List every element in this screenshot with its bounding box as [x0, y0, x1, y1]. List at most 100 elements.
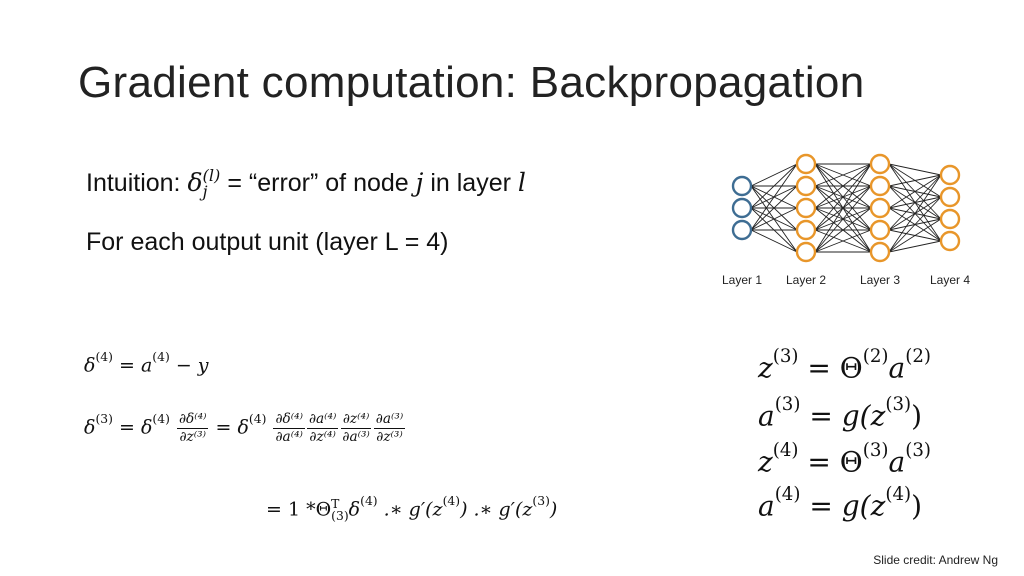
- network-edge: [888, 196, 942, 253]
- network-edge: [814, 207, 872, 253]
- eq-sup: (3): [331, 509, 349, 524]
- layer-label: Layer 1: [722, 273, 762, 287]
- intuition-prefix: Intuition:: [86, 169, 188, 197]
- theta-supsub: T(3): [331, 498, 349, 523]
- network-edge: [814, 229, 872, 253]
- network-edge: [814, 163, 872, 253]
- fraction-2: ∂δ⁽⁴⁾∂a⁽⁴⁾: [273, 411, 305, 446]
- eq-sup: (2): [905, 346, 931, 367]
- fraction-denominator: ∂a⁽⁴⁾: [275, 429, 303, 446]
- eq-lhs: a: [758, 399, 775, 433]
- network-edge: [750, 163, 798, 231]
- intuition-rest-2: in layer: [423, 169, 518, 197]
- eq-sup: (4): [885, 484, 912, 505]
- fraction-denominator: ∂z⁽³⁾: [376, 429, 403, 446]
- fraction-numerator: ∂z⁽⁴⁾: [340, 411, 372, 430]
- eq-sup: (4): [152, 412, 170, 427]
- network-edge: [888, 174, 942, 253]
- network-edge: [750, 163, 798, 187]
- eq-lhs: a: [758, 489, 775, 523]
- intuition-line: Intuition: δ(l)j = “error” of node j in …: [86, 166, 526, 202]
- eq-rhs: ): [911, 489, 923, 523]
- network-node: [795, 153, 817, 175]
- eq-sup: (3): [774, 394, 801, 415]
- network-node: [795, 175, 817, 197]
- layer-label: Layer 2: [786, 273, 826, 287]
- slide-title: Gradient computation: Backpropagation: [78, 58, 865, 107]
- eq-sup: (3): [885, 394, 912, 415]
- transpose-marker: T: [331, 497, 340, 512]
- eq-sup: (4): [152, 350, 170, 364]
- eq-delta: δ: [84, 354, 96, 377]
- eq-sup: (2): [862, 346, 889, 367]
- eq-mid: = g(z: [800, 399, 886, 433]
- eq-delta: δ: [84, 416, 96, 439]
- network-node: [939, 230, 961, 252]
- network-node: [869, 241, 891, 263]
- network-edge: [750, 229, 798, 253]
- eq-sup: (3): [862, 440, 889, 461]
- delta3-equation: δ(3) = δ(4) ∂δ⁽⁴⁾∂z⁽³⁾ = δ(4) ∂δ⁽⁴⁾∂a⁽⁴⁾…: [84, 411, 406, 446]
- eq-mid: = Θ: [798, 351, 863, 385]
- layer-l: l: [517, 168, 526, 197]
- network-edge: [814, 163, 872, 187]
- eq-mid: = g(z: [800, 489, 886, 523]
- eq-sup: (4): [442, 494, 461, 508]
- eq-tail: − y: [169, 354, 209, 377]
- eq-sup: (4): [248, 412, 267, 427]
- network-node: [795, 197, 817, 219]
- fraction-numerator: ∂a⁽⁴⁾: [306, 411, 339, 430]
- eq-lhs: z: [758, 445, 773, 479]
- network-edge: [888, 174, 942, 209]
- delta4-equation: δ(4) = a(4) − y: [84, 350, 209, 376]
- eq-term: ) .∗ g′(z: [460, 498, 533, 521]
- eq-term: = 1 *Θ: [266, 498, 332, 521]
- fraction-4: ∂z⁽⁴⁾∂a⁽³⁾: [340, 411, 372, 446]
- fraction-numerator: ∂δ⁽⁴⁾: [273, 411, 305, 430]
- network-node: [939, 208, 961, 230]
- delta-superscript: (l): [202, 166, 221, 186]
- fraction-5: ∂a⁽³⁾∂z⁽³⁾: [373, 411, 406, 446]
- delta-symbol: δ: [187, 168, 203, 197]
- network-edge: [888, 174, 942, 231]
- slide-credit: Slide credit: Andrew Ng: [873, 553, 998, 567]
- network-node: [795, 241, 817, 263]
- right-equation-4: a(4) = g(z(4)): [758, 484, 922, 522]
- network-edge: [750, 163, 798, 209]
- layer-label: Layer 3: [860, 273, 900, 287]
- eq-rhs: a: [888, 445, 906, 479]
- intuition-rest-1: = “error” of node: [220, 169, 416, 197]
- network-edges: [750, 163, 942, 253]
- fraction-numerator: ∂δ⁽⁴⁾: [176, 411, 209, 430]
- network-edge: [750, 207, 798, 231]
- eq-sup: (3): [905, 440, 931, 461]
- fraction-denominator: ∂z⁽³⁾: [179, 429, 206, 446]
- network-node: [869, 153, 891, 175]
- network-edge: [814, 185, 872, 253]
- network-edge: [888, 163, 942, 176]
- network-edge: [888, 174, 942, 187]
- node-j: j: [415, 168, 424, 197]
- network-edge: [814, 163, 872, 231]
- network-edge: [750, 185, 798, 231]
- right-equation-1: z(3) = Θ(2)a(2): [758, 346, 931, 384]
- fraction-denominator: ∂a⁽³⁾: [342, 429, 370, 446]
- eq-rhs: a: [888, 351, 906, 385]
- network-node: [795, 219, 817, 241]
- right-equation-2: a(3) = g(z(3)): [758, 394, 922, 432]
- fraction-1: ∂δ⁽⁴⁾∂z⁽³⁾: [176, 411, 209, 446]
- network-node: [731, 219, 753, 241]
- network-edge: [888, 218, 942, 253]
- delta-subscript: j: [202, 182, 208, 202]
- eq-sup: (4): [95, 350, 113, 364]
- network-edge: [814, 163, 872, 209]
- network-node: [731, 175, 753, 197]
- fraction-3: ∂a⁽⁴⁾∂z⁽⁴⁾: [306, 411, 339, 445]
- eq-term: = δ: [209, 416, 249, 439]
- network-node: [939, 164, 961, 186]
- eq-term: = δ: [112, 416, 153, 439]
- eq-sup: (3): [95, 412, 113, 427]
